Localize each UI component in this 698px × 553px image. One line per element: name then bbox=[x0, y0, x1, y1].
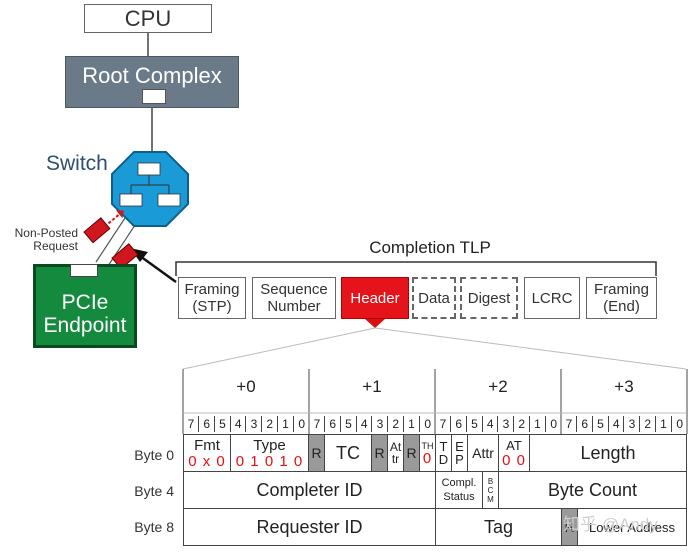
field-fmt: Fmt 0 x 0 bbox=[183, 434, 231, 472]
bit-number: 5 bbox=[216, 416, 231, 432]
field-th: TH 0 bbox=[419, 434, 436, 472]
at-label: AT bbox=[506, 437, 522, 453]
type-value: 0 1 0 1 0 bbox=[235, 452, 304, 470]
bit-number: 7 bbox=[562, 416, 577, 432]
field-reserved-1: R bbox=[308, 434, 325, 472]
byte-offset-3: +3 bbox=[614, 377, 634, 396]
byte-offset-1: +1 bbox=[362, 377, 382, 396]
bit-number: 6 bbox=[200, 416, 215, 432]
bit-number: 0 bbox=[424, 417, 432, 431]
bit-number: 3 bbox=[625, 416, 640, 432]
field-attr: Attr bbox=[467, 434, 499, 472]
bit-number: 3 bbox=[499, 416, 514, 432]
field-length: Length bbox=[529, 434, 687, 472]
field-tc: TC bbox=[324, 434, 372, 472]
bit-number: 7 bbox=[310, 416, 325, 432]
field-at: AT 0 0 bbox=[498, 434, 530, 472]
bit-number: 1 bbox=[531, 416, 546, 432]
switch-icon bbox=[111, 151, 189, 227]
at-value: 0 0 bbox=[502, 451, 526, 469]
tlp-field-data: Data bbox=[412, 277, 456, 319]
bit-number: 1 bbox=[279, 416, 294, 432]
bit-number: 6 bbox=[452, 416, 467, 432]
type-label: Type bbox=[253, 436, 286, 454]
bit-number: 1 bbox=[405, 416, 420, 432]
endpoint-line1: PCIe bbox=[61, 291, 109, 314]
tlp-field-digest: Digest bbox=[460, 277, 518, 319]
bit-number: 2 bbox=[515, 416, 530, 432]
endpoint-line2: Endpoint bbox=[43, 314, 127, 337]
bit-number: 7 bbox=[436, 416, 451, 432]
bit-number: 4 bbox=[231, 416, 247, 432]
completion-tlp-title: Completion TLP bbox=[369, 238, 491, 257]
bit-number: 4 bbox=[609, 416, 625, 432]
field-td: T D bbox=[435, 434, 452, 472]
bit-number: 2 bbox=[641, 416, 656, 432]
row-label-byte4: Byte 4 bbox=[134, 483, 174, 499]
bit-number: 7 bbox=[184, 416, 199, 432]
th-value: 0 bbox=[422, 449, 433, 467]
cpu-box: CPU bbox=[84, 4, 212, 33]
watermark: 知乎 @Andy bbox=[563, 515, 658, 534]
endpoint-port bbox=[70, 264, 98, 277]
row-label-byte0: Byte 0 bbox=[134, 447, 174, 463]
bit-number: 5 bbox=[594, 416, 609, 432]
tlp-field-sequence-number: Sequence Number bbox=[252, 277, 336, 319]
field-completer-id: Completer ID bbox=[183, 471, 436, 509]
bit-number: 0 bbox=[550, 417, 558, 431]
row-label-byte8: Byte 8 bbox=[134, 519, 174, 535]
bit-number: 6 bbox=[578, 416, 593, 432]
field-reserved-2: R bbox=[371, 434, 388, 472]
bit-number: 2 bbox=[263, 416, 278, 432]
bit-number: 1 bbox=[657, 416, 672, 432]
bit-number: 5 bbox=[468, 416, 483, 432]
cpu-label: CPU bbox=[124, 5, 172, 31]
byte-offset-2: +2 bbox=[488, 377, 508, 396]
non-posted-request-label: Non-Posted Request bbox=[14, 226, 78, 253]
field-reserved-3: R bbox=[403, 434, 420, 472]
field-attr-a: At tr bbox=[387, 434, 404, 472]
tlp-field-header: Header bbox=[341, 277, 409, 319]
field-lower-address: Lower Address bbox=[577, 508, 687, 546]
tlp-field-framing-stp: Framing (STP) bbox=[178, 277, 246, 319]
byte-offset-0: +0 bbox=[236, 377, 256, 396]
request-packets bbox=[83, 210, 139, 266]
bit-number: 3 bbox=[247, 416, 262, 432]
bit-number: 2 bbox=[389, 416, 404, 432]
bit-number: 5 bbox=[342, 416, 357, 432]
field-type: Type 0 1 0 1 0 bbox=[230, 434, 309, 472]
field-tag: Tag bbox=[435, 508, 562, 546]
bit-number: 3 bbox=[373, 416, 388, 432]
field-compl-status: Compl. Status bbox=[435, 471, 483, 509]
fmt-value: 0 x 0 bbox=[188, 452, 226, 470]
bit-number: 6 bbox=[326, 416, 341, 432]
bit-number: 0 bbox=[298, 417, 306, 431]
bit-number: 4 bbox=[483, 416, 499, 432]
root-port bbox=[142, 89, 166, 104]
field-bcm: B C M bbox=[482, 471, 499, 509]
field-ep: E P bbox=[451, 434, 468, 472]
bit-number: 0 bbox=[676, 417, 684, 431]
bit-number: 4 bbox=[357, 416, 373, 432]
fmt-label: Fmt bbox=[194, 436, 220, 454]
th-label: TH bbox=[421, 440, 434, 451]
field-byte-count: Byte Count bbox=[498, 471, 687, 509]
field-requester-id: Requester ID bbox=[183, 508, 436, 546]
switch-label: Switch bbox=[46, 152, 108, 175]
tlp-field-framing-end: Framing (End) bbox=[586, 277, 657, 319]
tlp-field-lcrc: LCRC bbox=[524, 277, 580, 319]
root-complex-label: Root Complex bbox=[82, 63, 222, 88]
